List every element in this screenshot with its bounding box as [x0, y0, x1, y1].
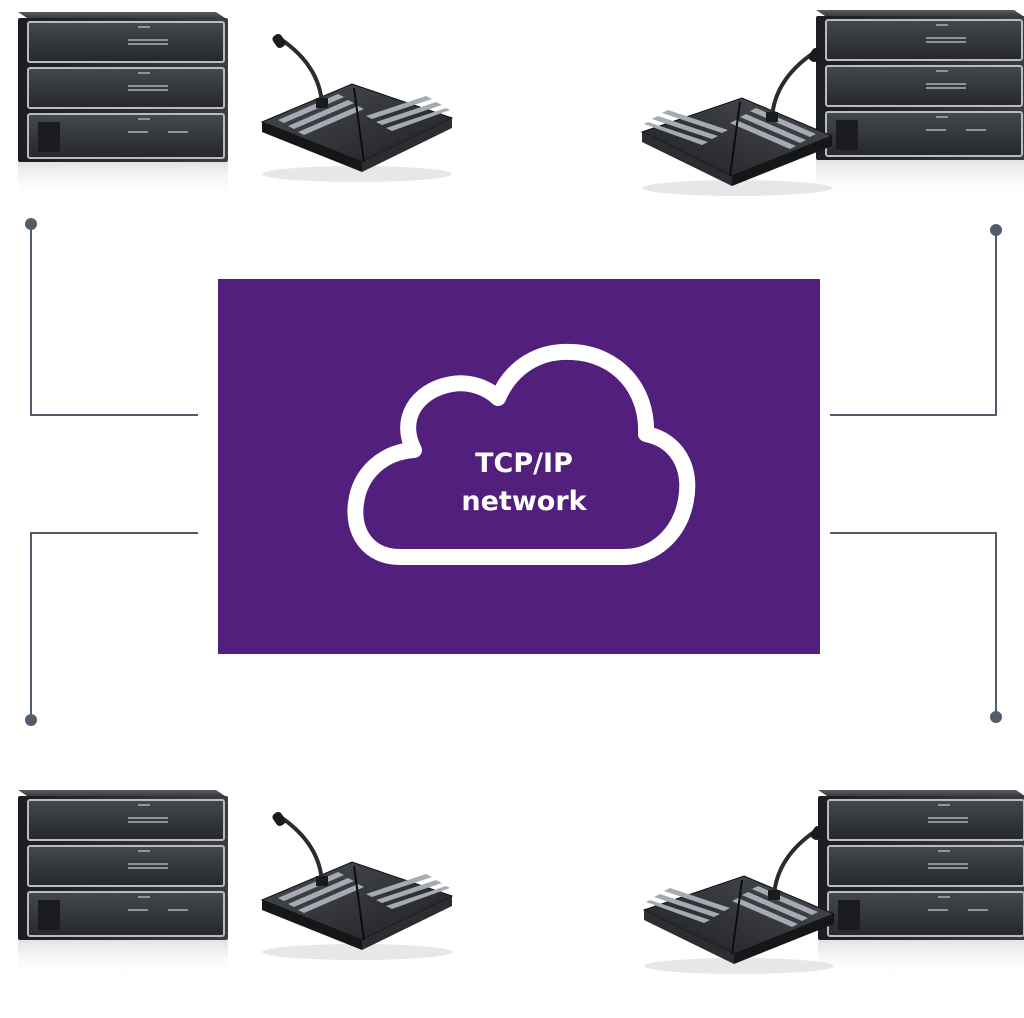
node-top-right [640, 9, 1024, 199]
amplifier-rack [817, 789, 1024, 979]
call-station [640, 44, 834, 198]
cloud-icon [347, 343, 696, 565]
connector-top-left [30, 224, 198, 416]
amplifier-rack [815, 9, 1024, 199]
amplifier-rack [17, 11, 229, 201]
amplifier-rack [17, 789, 229, 979]
endpoint-dot [25, 714, 37, 726]
node-bottom-left [17, 789, 454, 979]
network-label-line2: network [461, 486, 587, 517]
call-station [260, 30, 454, 184]
network-label-line1: TCP/IP [475, 448, 573, 479]
node-bottom-right [642, 789, 1024, 979]
connector-top-right [830, 230, 997, 416]
connector-bottom-right [830, 532, 997, 717]
call-station [642, 822, 836, 976]
endpoint-dot [990, 711, 1002, 723]
connector-bottom-left [30, 532, 198, 720]
node-top-left [17, 11, 454, 201]
connector-endpoints [25, 218, 1002, 726]
connectors [30, 224, 997, 720]
call-station [260, 808, 454, 962]
endpoint-dot [25, 218, 37, 230]
endpoint-dot [990, 224, 1002, 236]
